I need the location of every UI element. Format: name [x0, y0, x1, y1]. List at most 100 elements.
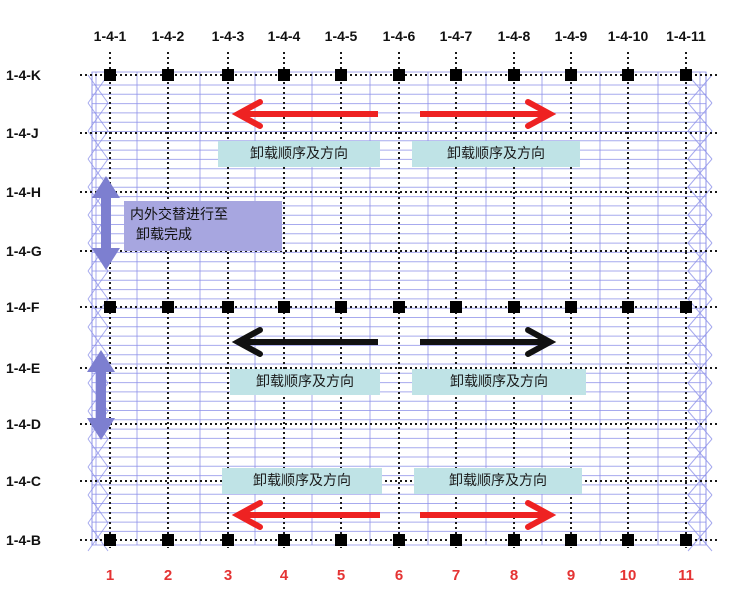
direction-label-bottom-left: 卸载顺序及方向 [222, 468, 382, 494]
scaffold-brace [687, 326, 713, 356]
row-label: 1-4-B [6, 532, 41, 548]
support-node [450, 534, 462, 546]
column-number-bottom: 9 [567, 567, 575, 584]
support-node [335, 69, 347, 81]
scaffold-brace [87, 494, 109, 524]
support-node [508, 301, 520, 313]
scaffold-brace [687, 186, 713, 216]
support-node [222, 301, 234, 313]
row-label: 1-4-G [6, 243, 42, 259]
column-label-top: 1-4-1 [94, 28, 127, 44]
scaffold-brace [687, 242, 713, 272]
arrow-left-bottom-head [231, 500, 263, 530]
axis-grid-lines [80, 52, 718, 548]
support-node [565, 69, 577, 81]
direction-label-mid-right: 卸载顺序及方向 [412, 369, 586, 395]
arrow-right-top-head [525, 99, 557, 129]
scaffold-brace [87, 130, 109, 160]
direction-label-mid-left: 卸载顺序及方向 [230, 369, 380, 395]
arrow-left-top-head [231, 99, 263, 129]
scaffold-brace [687, 102, 713, 132]
scaffold-brace [87, 158, 109, 188]
column-label-top: 1-4-10 [608, 28, 649, 44]
row-label: 1-4-H [6, 184, 41, 200]
row-label: 1-4-D [6, 416, 41, 432]
support-node [222, 69, 234, 81]
scaffold-brace [687, 494, 713, 524]
support-node [222, 534, 234, 546]
scaffold-brace [87, 522, 109, 552]
scaffold-brace [687, 522, 713, 552]
scaffold-brace [87, 326, 109, 356]
support-node [104, 301, 116, 313]
scaffold-layer [87, 71, 713, 552]
column-number-bottom: 6 [395, 567, 403, 584]
support-node [680, 534, 692, 546]
support-node [162, 69, 174, 81]
column-number-bottom: 7 [452, 567, 460, 584]
alternate-unloading-note: 内外交替进行至 卸载完成 [124, 201, 282, 251]
support-nodes [104, 69, 692, 546]
support-node [335, 534, 347, 546]
support-node [622, 69, 634, 81]
scaffold-brace [687, 298, 713, 328]
row-label: 1-4-E [6, 360, 40, 376]
support-node [680, 301, 692, 313]
direction-label-top-right: 卸载顺序及方向 [412, 141, 580, 167]
support-node [622, 301, 634, 313]
support-node [622, 534, 634, 546]
note-line-1: 内外交替进行至 [130, 207, 228, 223]
scaffold-brace [687, 214, 713, 244]
support-node [508, 534, 520, 546]
support-node [278, 534, 290, 546]
column-label-top: 1-4-7 [440, 28, 473, 44]
support-node [104, 69, 116, 81]
support-node [565, 534, 577, 546]
scaffold-brace [687, 158, 713, 188]
support-node [450, 301, 462, 313]
row-label: 1-4-C [6, 473, 41, 489]
row-label: 1-4-K [6, 67, 41, 83]
column-number-bottom: 11 [678, 567, 694, 584]
double-arrow-upper [92, 176, 120, 270]
scaffold-brace [687, 438, 713, 468]
scaffold-brace [687, 74, 713, 104]
support-node [104, 534, 116, 546]
note-line-2: 卸载完成 [136, 227, 192, 243]
support-node [162, 301, 174, 313]
support-node [680, 69, 692, 81]
scaffold-brace [687, 270, 713, 300]
support-node [393, 534, 405, 546]
row-label: 1-4-F [6, 299, 40, 315]
scaffold-brace [687, 382, 713, 412]
column-label-top: 1-4-2 [152, 28, 185, 44]
support-node [508, 69, 520, 81]
support-node [335, 301, 347, 313]
direction-label-bottom-right: 卸载顺序及方向 [414, 468, 582, 494]
column-label-top: 1-4-3 [212, 28, 245, 44]
scaffold-brace [87, 102, 109, 132]
direction-label-top-left: 卸载顺序及方向 [218, 141, 380, 167]
column-label-top: 1-4-4 [268, 28, 301, 44]
column-number-bottom: 1 [106, 567, 114, 584]
support-node [162, 534, 174, 546]
column-label-top: 1-4-6 [383, 28, 416, 44]
column-number-bottom: 3 [224, 567, 232, 584]
support-node [565, 301, 577, 313]
scaffold-brace [87, 270, 109, 300]
arrow-right-mid-head [525, 327, 557, 357]
support-node [393, 69, 405, 81]
column-label-top: 1-4-11 [666, 28, 706, 44]
support-node [393, 301, 405, 313]
double-arrow-lower [87, 350, 115, 440]
column-number-bottom: 4 [280, 567, 289, 584]
column-number-bottom: 2 [164, 567, 172, 584]
arrow-left-mid-head [231, 327, 263, 357]
row-label: 1-4-J [6, 125, 39, 141]
column-number-bottom: 5 [337, 567, 345, 584]
column-label-top: 1-4-5 [325, 28, 358, 44]
scaffold-brace [87, 438, 109, 468]
column-number-bottom: 8 [510, 567, 518, 584]
support-node [278, 301, 290, 313]
